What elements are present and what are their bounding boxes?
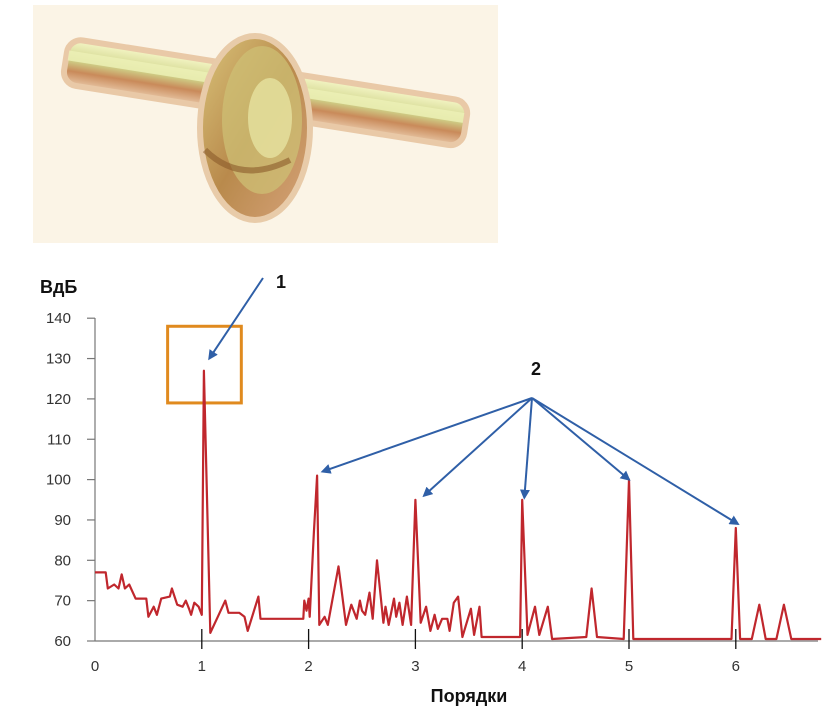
callout-arrow <box>531 397 740 526</box>
callout-arrow <box>208 277 264 361</box>
y-tick-label: 110 <box>47 431 71 448</box>
y-tick-label: 120 <box>46 391 71 408</box>
series-line <box>95 369 822 641</box>
x-tick-label: 4 <box>518 658 526 675</box>
y-axis-title: ВдБ <box>40 277 77 297</box>
x-tick-label: 0 <box>91 658 99 675</box>
y-tick-label: 100 <box>46 472 71 489</box>
annotations-layer: 12 <box>208 272 740 526</box>
x-tick-label: 6 <box>732 658 740 675</box>
y-ticks: 60 70 80 90 100 110 120 130 140 <box>46 310 95 650</box>
x-axis-title: Порядки <box>431 686 508 706</box>
callout-label-2: 2 <box>531 359 541 379</box>
x-ticks: 0 1 2 3 4 5 6 <box>91 629 740 675</box>
callout-arrow <box>422 397 533 498</box>
series-layer <box>95 369 822 641</box>
y-tick-label: 130 <box>46 351 71 368</box>
y-tick-label: 140 <box>46 310 71 327</box>
x-tick-label: 3 <box>411 658 419 675</box>
callout-arrow <box>531 397 631 481</box>
axes: 60 70 80 90 100 110 120 130 140 0 1 2 3 4 5 6 <box>46 310 818 675</box>
x-tick-label: 1 <box>198 658 206 675</box>
callout-label-1: 1 <box>276 272 286 292</box>
y-tick-label: 70 <box>54 593 71 610</box>
y-tick-label: 80 <box>54 552 71 569</box>
x-tick-label: 5 <box>625 658 633 675</box>
x-tick-label: 2 <box>304 658 312 675</box>
rotor-image <box>33 5 498 243</box>
callout-arrow <box>320 397 533 474</box>
callout-arrow <box>519 397 533 500</box>
y-tick-label: 60 <box>54 633 71 650</box>
y-tick-label: 90 <box>54 512 71 529</box>
